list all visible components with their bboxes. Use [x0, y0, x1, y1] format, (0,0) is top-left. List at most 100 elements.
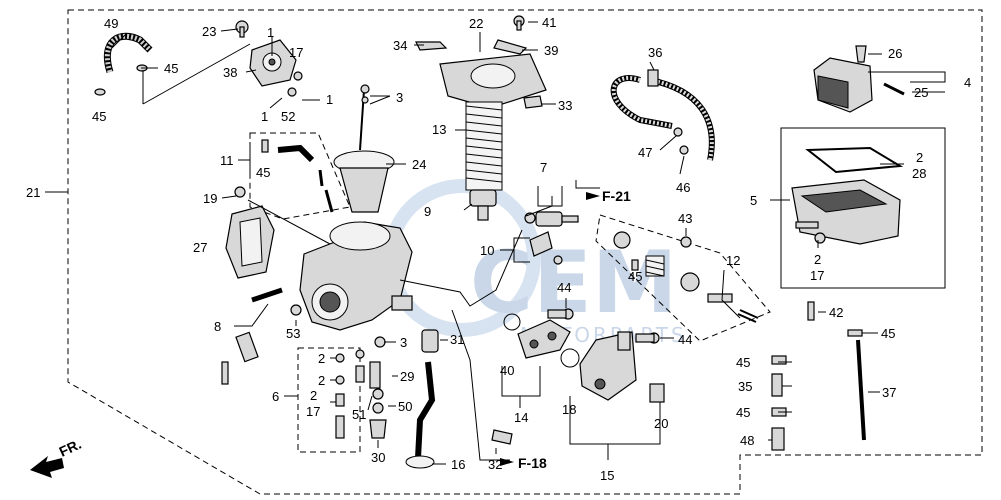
clip-33 [523, 95, 543, 109]
top-cover-22 [439, 53, 547, 109]
callout-31: 31 [450, 332, 464, 347]
plate-10 [529, 231, 553, 257]
callout-2b: 2 [814, 252, 821, 267]
callout-45f: 45 [736, 355, 750, 370]
front-arrow: FR. [30, 436, 84, 478]
callout-5: 5 [750, 193, 757, 208]
oring-40 [503, 313, 521, 331]
cap-45f [771, 355, 787, 365]
screw-41 [513, 15, 525, 31]
callout-20: 20 [654, 416, 668, 431]
callout-3b: 3 [400, 335, 407, 350]
callout-1c: 1 [261, 109, 268, 124]
screw-42 [807, 301, 815, 321]
clip-45d [631, 259, 639, 271]
callout-41: 41 [542, 15, 556, 30]
assembly-frame [67, 9, 983, 495]
tube-48 [771, 427, 785, 451]
callout-42: 42 [829, 305, 843, 320]
gasket-18 [560, 348, 580, 368]
callout-2d: 2 [318, 373, 325, 388]
callout-23: 23 [202, 24, 216, 39]
screw-19 [234, 186, 246, 198]
callout-22: 22 [469, 16, 483, 31]
group-frame-jets [297, 347, 361, 453]
fitting-35 [771, 373, 783, 397]
callout-44a: 44 [557, 280, 571, 295]
callout-1b: 1 [326, 92, 333, 107]
callout-34: 34 [393, 38, 407, 53]
callout-27: 27 [193, 240, 207, 255]
clip-47 [673, 127, 683, 137]
front-arrow-label: FR. [57, 436, 84, 460]
group-frame-11 [249, 132, 351, 220]
callout-18: 18 [562, 402, 576, 417]
sensor-32 [491, 429, 513, 445]
jet-holder-8 [221, 287, 283, 385]
callout-2e: 2 [310, 388, 317, 403]
callout-28: 28 [912, 166, 926, 181]
callout-43: 43 [678, 211, 692, 226]
screw-53 [290, 304, 302, 316]
callout-6: 6 [272, 389, 279, 404]
callout-47: 47 [638, 145, 652, 160]
callout-45g: 45 [736, 405, 750, 420]
callout-37: 37 [882, 385, 896, 400]
cap-26 [855, 45, 867, 63]
hose-11 [277, 144, 315, 163]
callout-11: 11 [220, 153, 234, 168]
callout-32: 32 [488, 457, 502, 472]
callout-50: 50 [398, 399, 412, 414]
ref-f18-label[interactable]: F-18 [518, 455, 547, 471]
callout-16: 16 [451, 457, 465, 472]
callout-52: 52 [281, 109, 295, 124]
ref-f21-label[interactable]: F-21 [602, 188, 631, 204]
callout-24: 24 [412, 157, 426, 172]
oring-17a [293, 71, 303, 81]
bracket-34 [415, 41, 448, 51]
pilot-screw-7 [524, 211, 579, 227]
callout-39: 39 [544, 43, 558, 58]
spring-13 [465, 101, 503, 191]
callout-33: 33 [558, 98, 572, 113]
diaphragm-24 [333, 150, 395, 213]
callout-25: 25 [914, 85, 928, 100]
callout-21: 21 [26, 185, 40, 200]
group-frame-12 [595, 214, 771, 342]
screw-44b [635, 332, 660, 344]
carburetor-body [299, 221, 413, 331]
tube-37 [856, 339, 866, 441]
needle-3 [359, 84, 370, 151]
cover-27 [225, 205, 275, 279]
callout-45b: 45 [92, 109, 106, 124]
screw-43 [680, 236, 692, 248]
callout-9: 9 [424, 204, 431, 219]
screw-10 [553, 255, 563, 265]
watermark-logo: CEM [470, 233, 677, 333]
clip-45b [94, 88, 106, 96]
callout-4: 4 [964, 75, 971, 90]
bracket-14 [517, 319, 571, 359]
cap-45e [847, 329, 863, 337]
callout-38: 38 [223, 65, 237, 80]
wire-16 [405, 361, 436, 469]
washer-52 [287, 87, 297, 97]
callout-7: 7 [540, 160, 547, 175]
clip-45c [261, 139, 269, 153]
callout-26: 26 [888, 46, 902, 61]
ref-f18[interactable]: F-18 [500, 455, 547, 471]
callout-13: 13 [432, 122, 446, 137]
clip-46 [679, 145, 689, 155]
callout-19: 19 [203, 191, 217, 206]
callout-44b: 44 [678, 332, 692, 347]
callout-30: 30 [371, 450, 385, 465]
callout-51: 51 [352, 407, 366, 422]
callout-17a: 17 [289, 45, 303, 60]
gasket-28 [805, 146, 904, 174]
ref-f21[interactable]: F-21 [586, 188, 631, 204]
watermark: CEM MOTORPARTS [383, 179, 684, 347]
callout-12: 12 [726, 253, 740, 268]
pump-group-12 [613, 231, 759, 323]
callout-17c: 17 [306, 404, 320, 419]
